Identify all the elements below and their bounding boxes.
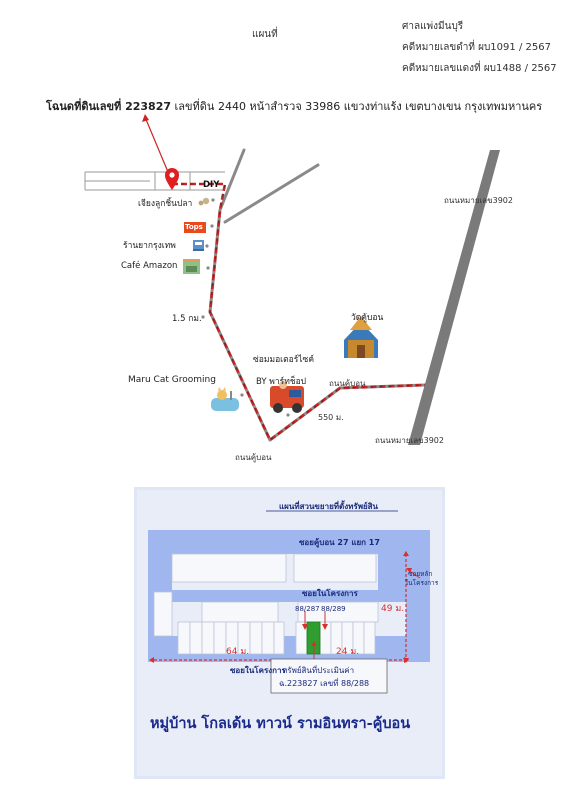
plan-frame (134, 487, 445, 779)
village-name: หมู่บ้าน โกลเด้น ทาวน์ รามอินทรา-คู้บอน (150, 716, 411, 732)
asset-label-2: ฉ.223827 เลขที่ 88/288 (279, 679, 370, 688)
asset-label-1: ทรัพย์สินที่ประเมินค่า (282, 666, 355, 675)
fishball-shop-label: เจียงลูกชิ้นปลา (138, 199, 193, 209)
diy-label: DIY (203, 180, 220, 190)
street-map (84, 114, 500, 445)
soi-project-bottom-label: ซอยในโครงการ (230, 666, 286, 675)
road-3902-bottom-label: ถนนหมายเลข3902 (375, 436, 444, 445)
deed-line: โฉนดที่ดินเลขที่ 223827 เลขที่ดิน 2440 ห… (46, 97, 542, 115)
motorcycle-garage-icon (270, 381, 304, 413)
road-khubon-bottom-label: ถนนคู้บอน (235, 453, 272, 462)
lot-88-289-label: 88/289 (321, 605, 346, 613)
court-name: ศาลแพ่งมีนบุรี (402, 21, 464, 32)
distance-2-label: 550 ม. (318, 413, 344, 422)
boundary-lines (154, 554, 407, 661)
map-heading: แผนที่ (252, 29, 278, 40)
soi-27-label: ซอยคู้บอน 27 แยก 17 (299, 538, 380, 547)
soi-project-label: ซอยในโครงการ (302, 589, 358, 598)
temple-icon (344, 316, 378, 358)
target-lot (306, 621, 321, 655)
plan-roads (148, 530, 430, 662)
red-case-number: คดีหมายเลขแดงที่ ผบ1488 / 2567 (402, 63, 557, 74)
temple-label: วัดคู้บอน (351, 313, 384, 323)
main-soi-label-1: ซอยหลัก (408, 570, 433, 578)
plan-title: แผนที่สวนขยายที่ตั้งทรัพย์สิน (279, 502, 379, 511)
fishball-shop-icon (198, 197, 210, 206)
distance-24-label: 24 ม. (336, 647, 360, 657)
deed-number: โฉนดที่ดินเลขที่ 223827 (46, 100, 172, 113)
black-case-number: คดีหมายเลขดำที่ ผบ1091 / 2567 (402, 42, 551, 53)
distance-64-label: 64 ม. (226, 647, 250, 657)
cat-grooming-icon (211, 387, 239, 411)
garage-label-1: ซ่อมมอเตอร์ไซค์ (253, 355, 315, 365)
highway-3902 (408, 150, 500, 445)
garage-label-2: BY พาร์ทช็อป (256, 377, 307, 387)
pharmacy-icon (193, 240, 204, 251)
main-soi-label-2: ในโครงการ (405, 579, 439, 587)
road-3902-top-label: ถนนหมายเลข3902 (444, 196, 513, 205)
grooming-label: Maru Cat Grooming (128, 375, 216, 385)
road-khubon-mid-label: ถนนคู้บอน (329, 379, 366, 388)
tops-logo-icon (184, 222, 206, 233)
deed-pointer-arrow (144, 116, 169, 173)
tops-label: Tops (185, 223, 203, 231)
soi-lines (84, 171, 225, 191)
cafe-label: Café Amazon (121, 261, 178, 271)
deed-details: เลขที่ดิน 2440 หน้าสำรวจ 33986 แขวงท่าแร… (171, 100, 543, 113)
distance-49-label: 49 ม. (381, 604, 405, 614)
location-pin-icon (165, 168, 179, 190)
lot-88-287-label: 88/287 (295, 605, 320, 613)
distance-1-label: 1.5 กม. (172, 314, 202, 324)
lot-arrows (304, 611, 326, 659)
arrow-head-icon (142, 114, 149, 122)
cafe-icon (183, 259, 200, 274)
pharmacy-label: ร้านยากรุงเทพ (123, 241, 176, 251)
route-path-inner (172, 183, 426, 441)
